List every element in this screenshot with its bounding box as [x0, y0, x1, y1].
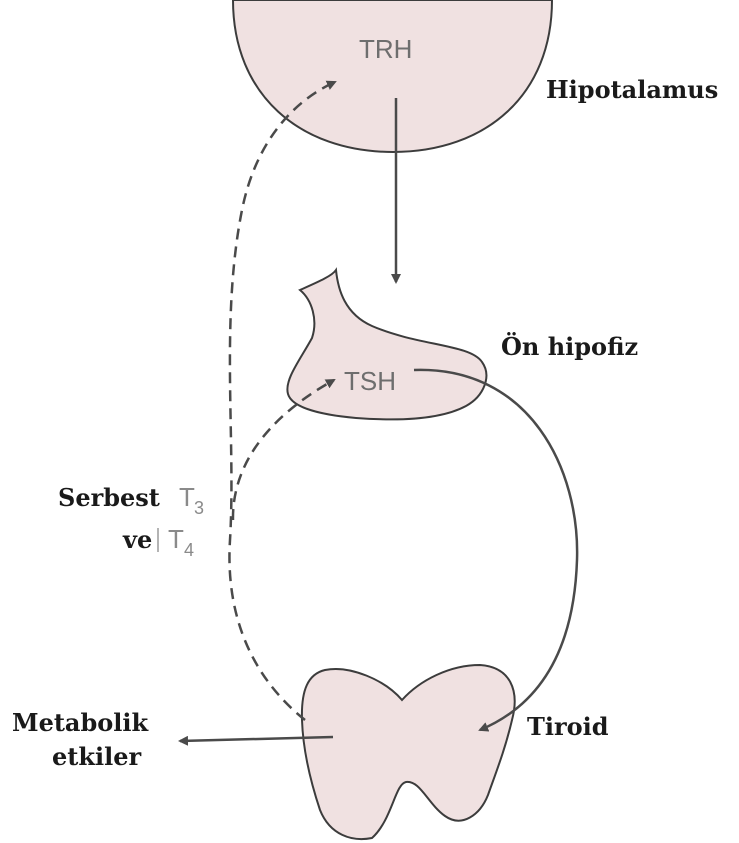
- and-word: ve: [122, 525, 152, 554]
- t3-letter: T: [179, 482, 195, 512]
- t4-letter: T: [168, 524, 184, 554]
- metabolic-label-line1: Metabolik: [12, 708, 149, 737]
- thyroid-label: Tiroid: [527, 712, 609, 741]
- hypothalamus-label: Hipotalamus: [546, 75, 718, 104]
- hypothalamus-shape: [233, 0, 552, 152]
- metabolic-label-line2: etkiler: [52, 742, 141, 771]
- t3-subscript: 3: [194, 498, 204, 518]
- anterior-pituitary-label: Ön hipofiz: [501, 332, 638, 361]
- thyroid-shape: [302, 665, 515, 839]
- trh-text: TRH: [359, 34, 412, 64]
- tsh-text: TSH: [344, 366, 396, 396]
- free-word: Serbest: [58, 483, 160, 512]
- anterior-pituitary-shape: [287, 270, 486, 419]
- t4-subscript: 4: [184, 540, 194, 560]
